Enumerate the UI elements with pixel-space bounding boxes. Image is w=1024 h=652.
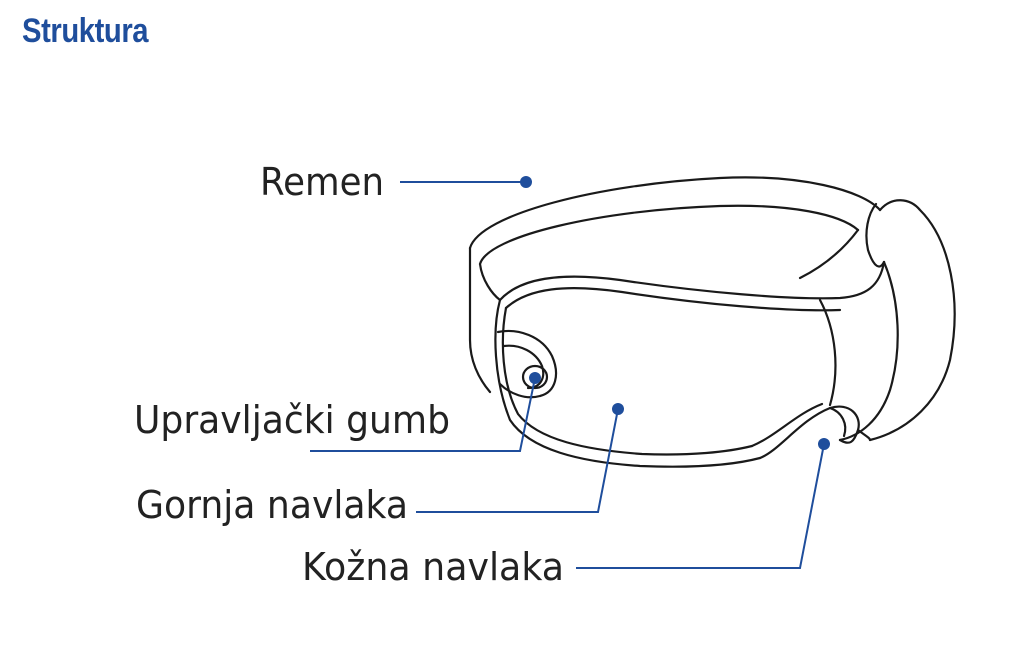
leather-cover-marker (818, 438, 830, 450)
main-body-shape (494, 260, 886, 468)
upper-cover-leader-line (416, 408, 619, 513)
control-button-marker (529, 372, 541, 384)
callout-dots (520, 176, 830, 450)
side-housing-shape (838, 199, 956, 442)
control-button-label: Upravljački gumb (134, 398, 450, 442)
strap-shape (468, 176, 882, 394)
eye-massager-illustration (468, 176, 956, 468)
leather-cover-label: Kožna navlaka (302, 545, 564, 589)
strap-label: Remen (260, 160, 384, 204)
page-title: Struktura (22, 12, 149, 50)
leather-cover-leader-line (576, 443, 825, 569)
control-button-shape (496, 330, 558, 399)
upper-cover-marker (612, 403, 624, 415)
strap-marker (520, 176, 532, 188)
control-button-leader-line (310, 377, 536, 452)
upper-cover-label: Gornja navlaka (136, 483, 408, 527)
callout-lines (310, 181, 825, 569)
